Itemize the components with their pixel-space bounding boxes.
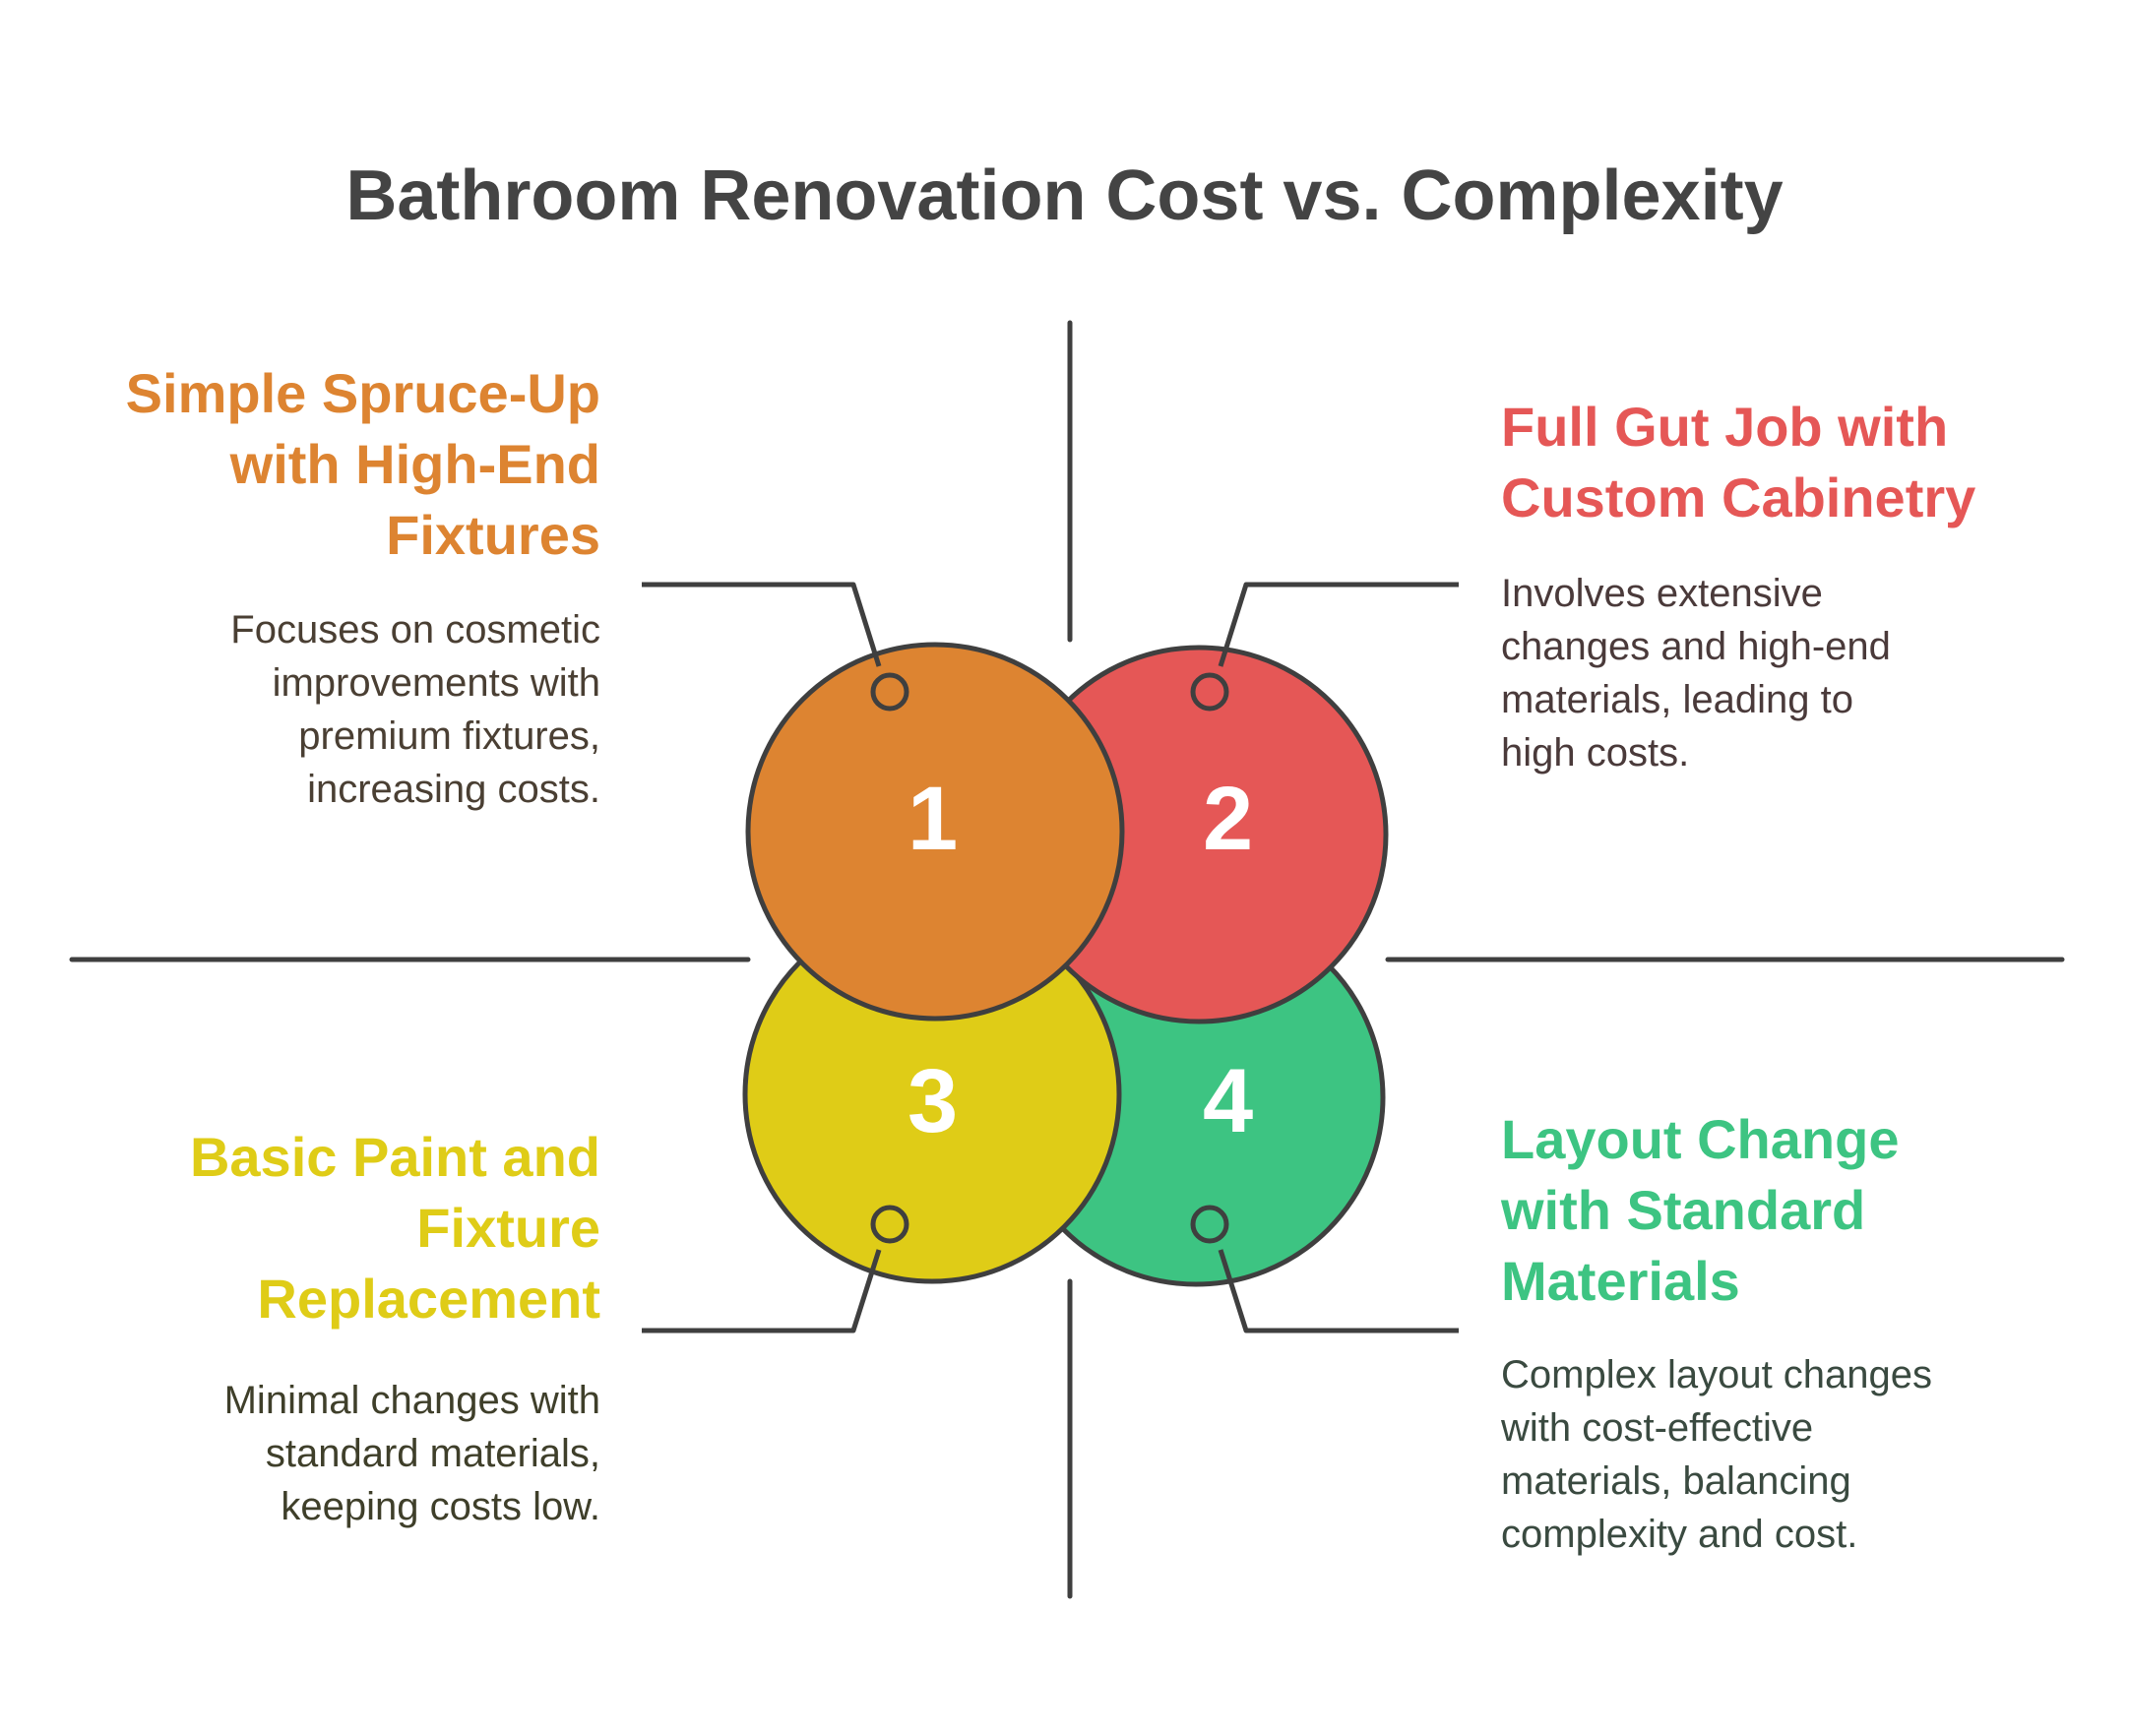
quadrant-4-description-line: with cost-effective	[1501, 1406, 1814, 1450]
number-2: 2	[1203, 769, 1253, 869]
quadrant-1-heading-line: with High-End	[229, 433, 600, 495]
quadrant-1-heading: Simple Spruce-Up with High-End Fixtures	[59, 358, 600, 571]
quadrant-2-description-line: Involves extensive	[1501, 572, 1823, 615]
circle-1	[745, 642, 1125, 1022]
quadrant-1-description-line: improvements with	[272, 661, 600, 705]
quadrant-3-description-line: standard materials,	[265, 1432, 600, 1475]
quadrant-2-description-line: changes and high-end	[1501, 625, 1891, 668]
quadrant-1-heading-line: Simple Spruce-Up	[125, 362, 600, 424]
quadrant-2-description-line: high costs.	[1501, 731, 1690, 775]
quadrant-1-description: Focuses on cosmetic improvements with pr…	[59, 603, 600, 816]
quadrant-2-heading-line: Full Gut Job with	[1501, 396, 1949, 458]
number-1: 1	[908, 769, 958, 869]
quadrant-3-heading-line: Basic Paint and	[189, 1126, 600, 1188]
quadrant-2-description-line: materials, leading to	[1501, 678, 1853, 721]
quadrant-3-description-line: keeping costs low.	[281, 1485, 600, 1528]
quadrant-2-heading-line: Custom Cabinetry	[1501, 466, 1976, 528]
quadrant-4-description-line: materials, balancing	[1501, 1459, 1851, 1503]
quadrant-2-heading: Full Gut Job with Custom Cabinetry	[1501, 392, 2092, 533]
quadrant-2-description: Involves extensive changes and high-end …	[1501, 567, 2092, 779]
connector-2	[1218, 582, 1459, 667]
quadrant-3-heading-line: Replacement	[257, 1268, 600, 1330]
quadrant-3-heading: Basic Paint and Fixture Replacement	[59, 1122, 600, 1334]
quadrant-1-description-line: increasing costs.	[307, 768, 600, 811]
number-3: 3	[908, 1051, 958, 1151]
connector-3	[642, 1249, 882, 1333]
quadrant-3-description-line: Minimal changes with	[223, 1379, 600, 1422]
connector-1	[642, 582, 882, 667]
quadrant-4-heading: Layout Change with Standard Materials	[1501, 1104, 2092, 1317]
quadrant-4-heading-line: Layout Change	[1501, 1108, 1900, 1170]
quadrant-1-heading-line: Fixtures	[386, 504, 600, 566]
quadrant-4-heading-line: with Standard	[1501, 1179, 1866, 1241]
quadrant-3-description: Minimal changes with standard materials,…	[59, 1374, 600, 1533]
quadrant-1-description-line: Focuses on cosmetic	[230, 608, 600, 651]
connector-4	[1218, 1249, 1459, 1333]
quadrant-4-description: Complex layout changes with cost-effecti…	[1501, 1348, 2092, 1561]
quadrant-3-heading-line: Fixture	[416, 1197, 600, 1259]
connector-dot-1	[870, 672, 909, 712]
quadrant-4-description-line: Complex layout changes	[1501, 1353, 1933, 1396]
connector-dot-4	[1190, 1205, 1229, 1244]
connector-dot-2	[1190, 672, 1229, 712]
connector-dot-3	[870, 1205, 909, 1244]
quadrant-4-heading-line: Materials	[1501, 1250, 1740, 1312]
quadrant-1-description-line: premium fixtures,	[298, 714, 600, 758]
quadrant-4-description-line: complexity and cost.	[1501, 1513, 1858, 1556]
number-4: 4	[1203, 1051, 1253, 1151]
diagram-title: Bathroom Renovation Cost vs. Complexity	[345, 156, 1784, 235]
